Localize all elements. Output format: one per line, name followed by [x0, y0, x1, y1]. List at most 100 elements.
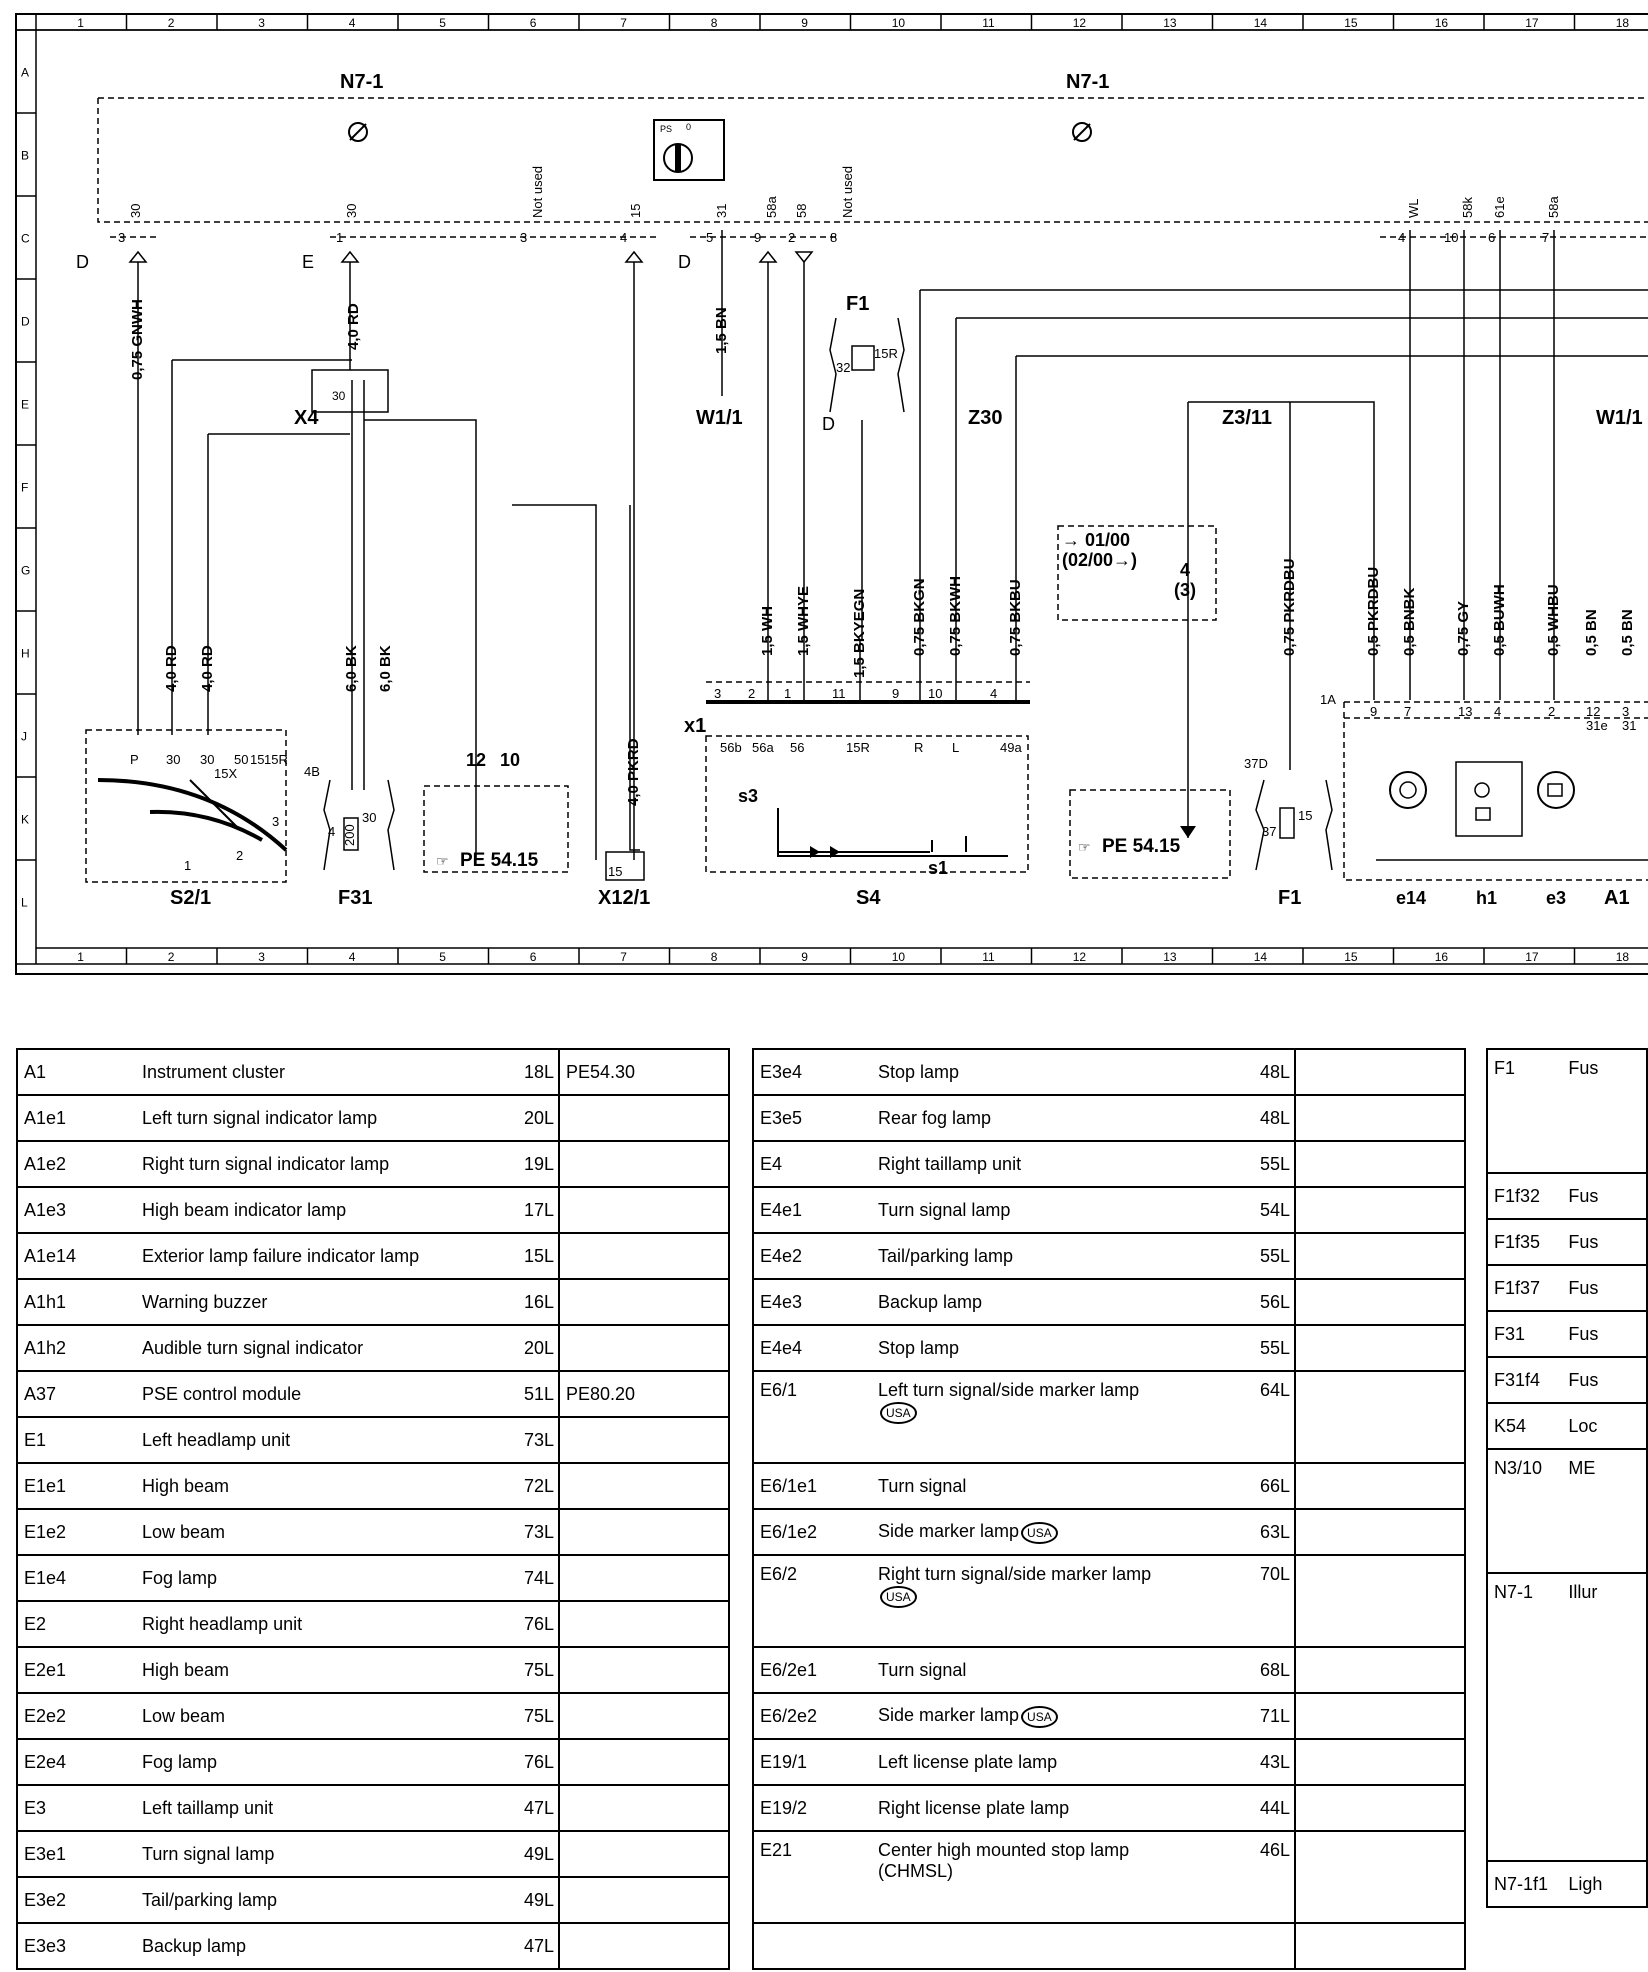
s2-pin-30b: 30 [200, 752, 214, 767]
legend-desc-text-2: (CHMSL) [878, 1861, 953, 1881]
grid-col-7: 7 [620, 16, 627, 30]
f1-bottom-label: F1 [1278, 887, 1301, 909]
legend-loc: 47L [510, 1784, 560, 1832]
s4-pin-4: 4 [990, 686, 997, 701]
legend-ref [1294, 1462, 1466, 1510]
legend-loc: 55L [1246, 1324, 1296, 1372]
legend-code: E2e1 [16, 1646, 136, 1694]
e14-label: e14 [1396, 888, 1426, 908]
grid-row-K: K [21, 813, 29, 827]
grid-col-3: 3 [258, 950, 265, 964]
n7-pin-3: 3 [118, 230, 125, 245]
legend-ref [558, 1830, 730, 1878]
svg-text:PS: PS [660, 124, 672, 134]
legend-ref: PE80.20 [558, 1370, 730, 1418]
legend-ref [1294, 1508, 1466, 1556]
legend-desc: Backup lamp [136, 1922, 510, 1970]
grid-col-8: 8 [711, 950, 718, 964]
legend-loc: 44L [1246, 1784, 1296, 1832]
lamp-symbol-right [1072, 122, 1092, 142]
wire-0-75-bkbu: 0,75 BKBU [1007, 579, 1024, 656]
legend-code: N7-1f1 [1486, 1860, 1563, 1908]
legend-loc: 20L [510, 1094, 560, 1142]
legend-ref [1294, 1094, 1466, 1142]
terminal-30-a: 30 [128, 204, 143, 218]
legend-code: N7-1 [1486, 1572, 1563, 1862]
legend-ref [558, 1784, 730, 1832]
legend-desc-text: Right license plate lamp [878, 1797, 1070, 1818]
legend-loc: 18L [510, 1048, 560, 1096]
n7-module-box [97, 97, 1648, 223]
h1-buzzer-icon [1455, 761, 1523, 837]
connector-d-mid: D [678, 252, 691, 272]
n7-pin-2: 2 [788, 230, 795, 245]
s4-pin-1: 1 [784, 686, 791, 701]
legend-desc: Fus [1562, 1218, 1648, 1266]
s2-pos-1: 1 [184, 858, 191, 873]
f1-pin-37: 37 [1262, 824, 1276, 839]
legend-code: E2 [16, 1600, 136, 1648]
s1-label: s1 [928, 858, 948, 878]
legend-desc: ME [1562, 1448, 1648, 1574]
legend-code: N7-1f2 [1486, 1906, 1563, 1908]
legend-ref [1294, 1278, 1466, 1326]
grid-col-8: 8 [711, 16, 718, 30]
f31-label: F31 [338, 887, 372, 909]
s4-pin-2: 2 [748, 686, 755, 701]
z3-11-label: Z3/11 [1222, 407, 1272, 429]
legend-desc: Fus [1562, 1310, 1648, 1358]
legend-ref [558, 1554, 730, 1602]
legend-desc: Tail/parking lamp [136, 1876, 510, 1924]
wire-0-75-bkwh: 0,75 BKWH [947, 576, 964, 656]
s3-label: s3 [738, 786, 758, 806]
legend-ref [558, 1600, 730, 1648]
legend-code: E3e3 [16, 1922, 136, 1970]
f1-top-fuse: F1 32 15R D [822, 293, 905, 434]
legend-code: E4e2 [752, 1232, 872, 1280]
terminal-58a-right: 58a [1546, 196, 1561, 218]
legend-code: N3/10 [1486, 1448, 1563, 1574]
legend-code: E2e4 [16, 1738, 136, 1786]
x4-connector: 30 [311, 369, 389, 413]
legend-code: E19/1 [752, 1738, 872, 1786]
e14-lamp-icon [1389, 771, 1427, 809]
grid-col-5: 5 [439, 950, 446, 964]
a1-label: A1 [1604, 887, 1630, 909]
a1-pin-1a: 1A [1320, 692, 1336, 707]
grid-row-C: C [21, 232, 30, 246]
f31-fuse: 4B 4 200 30 [304, 764, 395, 871]
legend-loc: 46L [1246, 1830, 1296, 1924]
connector-arrows [128, 250, 814, 264]
wire-0-5-pkrdbu: 0,5 PKRDBU [1365, 567, 1382, 656]
s2-1-ignition-switch: P 30 30 50 15X 15 15R 1 2 3 [85, 729, 288, 883]
legend-desc: Left taillamp unit [136, 1784, 510, 1832]
legend-desc-text: Turn signal lamp [878, 1199, 1011, 1220]
legend-desc-text: Right taillamp unit [878, 1153, 1022, 1174]
legend-ref [558, 1508, 730, 1556]
legend-code: E4e4 [752, 1324, 872, 1372]
grid-col-7: 7 [620, 950, 627, 964]
f1-bottom-fuse: 37D 37 15 [1244, 756, 1333, 871]
wire-4-0-rd-top: 4,0 RD [345, 303, 362, 350]
grid-row-G: G [21, 564, 30, 578]
legend-desc-text: Stop lamp [878, 1061, 960, 1082]
a1-pin-7: 7 [1404, 704, 1411, 719]
legend-ref [558, 1876, 730, 1924]
s4-label: S4 [856, 887, 881, 909]
